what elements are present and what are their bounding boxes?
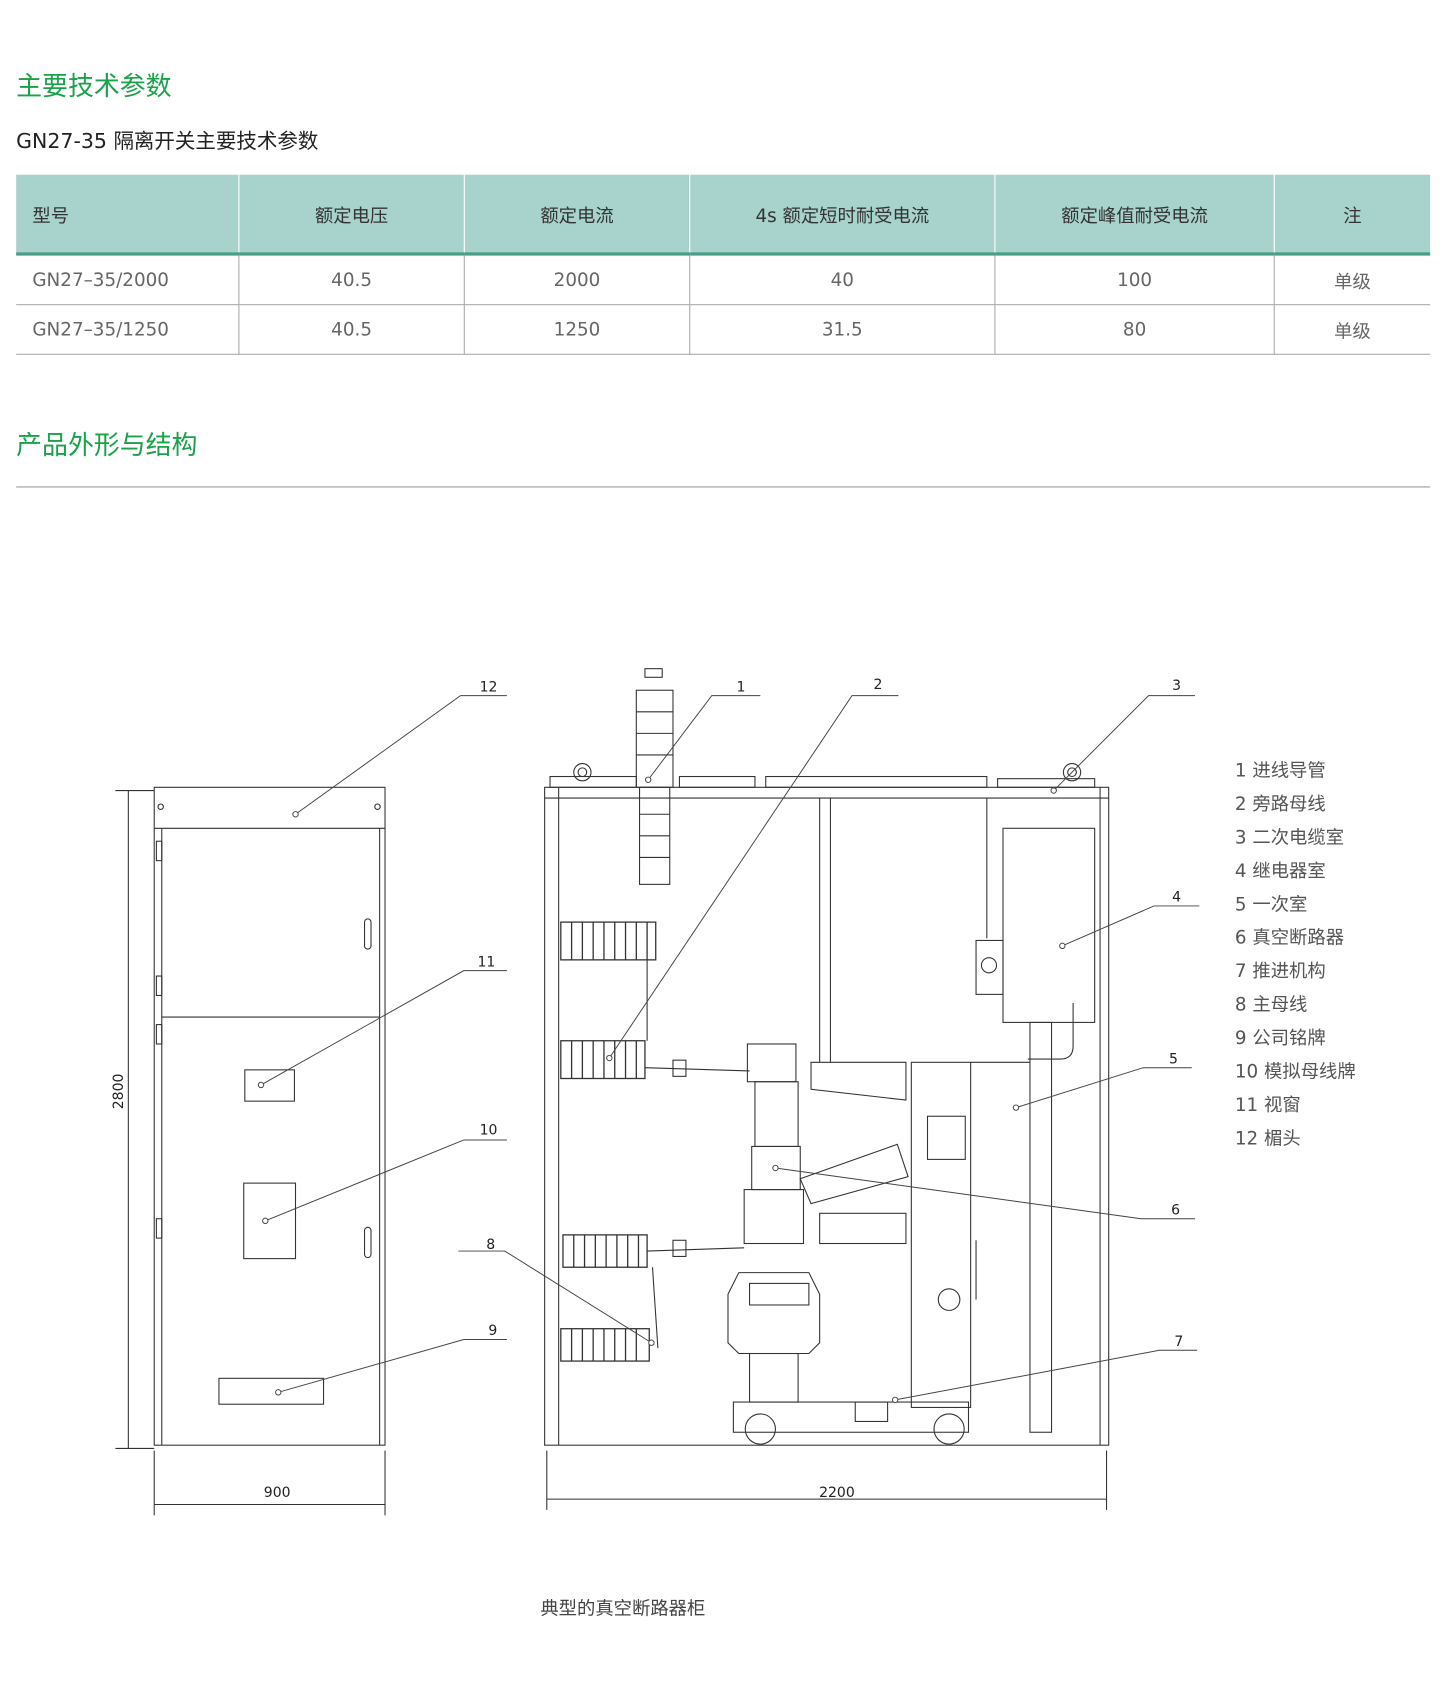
legend-item: 7 推进机构 bbox=[1234, 960, 1326, 983]
figure-caption: 典型的真空断路器柜 bbox=[540, 1598, 706, 1620]
legend-item: 1 进线导管 bbox=[1234, 760, 1326, 782]
cell: 100 bbox=[994, 253, 1275, 306]
legend-item: 11 视窗 bbox=[1234, 1094, 1301, 1117]
callout-labels: 1 2 3 4 5 6 7 8 9 10 11 12 2800 900 2200 bbox=[111, 677, 1183, 1501]
callout-7: 7 bbox=[1174, 1334, 1183, 1350]
left-cabinet-front-view bbox=[153, 786, 386, 1446]
legend-item: 4 继电器室 bbox=[1234, 860, 1326, 883]
table-subtitle: GN27-35 隔离开关主要技术参数 bbox=[16, 129, 319, 154]
cell: 1250 bbox=[464, 304, 691, 355]
leader-lines bbox=[257, 695, 1200, 1404]
section-title-params: 主要技术参数 bbox=[16, 71, 172, 102]
dim-width-right: 2200 bbox=[819, 1485, 855, 1501]
legend-item: 6 真空断路器 bbox=[1234, 927, 1345, 950]
col-header: 注 bbox=[1274, 174, 1431, 256]
callout-3: 3 bbox=[1172, 678, 1181, 694]
cell: 40.5 bbox=[238, 304, 465, 355]
col-header: 额定电流 bbox=[464, 174, 691, 256]
legend-item: 10 模拟母线牌 bbox=[1234, 1061, 1356, 1083]
truck-mechanism bbox=[732, 1401, 970, 1445]
cell: 40.5 bbox=[238, 253, 465, 306]
cell: 40 bbox=[689, 253, 996, 306]
insulator-bushing bbox=[635, 689, 674, 885]
legend-item: 3 二次电缆室 bbox=[1234, 827, 1345, 849]
col-header: 额定峰值耐受电流 bbox=[994, 174, 1275, 256]
cell: 2000 bbox=[464, 253, 691, 306]
callout-4: 4 bbox=[1172, 890, 1181, 906]
callout-1: 1 bbox=[736, 679, 745, 695]
right-cabinet-section-view bbox=[544, 668, 1110, 1446]
cell: 单级 bbox=[1274, 304, 1431, 355]
dim-height: 2800 bbox=[111, 1074, 127, 1110]
callout-2: 2 bbox=[873, 677, 882, 693]
legend-item: 8 主母线 bbox=[1234, 994, 1308, 1016]
col-header: 额定电压 bbox=[238, 174, 465, 256]
callout-8: 8 bbox=[486, 1237, 495, 1253]
col-header: 4s 额定短时耐受电流 bbox=[689, 174, 996, 256]
callout-9: 9 bbox=[488, 1323, 497, 1339]
legend-item: 5 一次室 bbox=[1234, 894, 1308, 916]
col-header: 型号 bbox=[16, 174, 240, 256]
legend-item: 2 旁路母线 bbox=[1234, 793, 1326, 816]
callout-10: 10 bbox=[480, 1123, 498, 1139]
component-legend: 1 进线导管 2 旁路母线 3 二次电缆室 4 继电器室 5 一次室 6 真空断… bbox=[1235, 755, 1356, 1156]
cell: GN27–35/1250 bbox=[16, 304, 240, 355]
callout-11: 11 bbox=[477, 954, 495, 970]
divider bbox=[16, 486, 1431, 488]
params-table: 型号 额定电压 额定电流 4s 额定短时耐受电流 额定峰值耐受电流 注 GN27… bbox=[16, 174, 1431, 355]
vacuum-breaker bbox=[727, 1043, 909, 1403]
cell: GN27–35/2000 bbox=[16, 253, 240, 306]
cell: 单级 bbox=[1274, 253, 1431, 306]
callout-5: 5 bbox=[1169, 1051, 1178, 1067]
table-header-row: 型号 额定电压 额定电流 4s 额定短时耐受电流 额定峰值耐受电流 注 bbox=[16, 174, 1431, 256]
cell: 80 bbox=[994, 304, 1275, 355]
legend-item: 9 公司铭牌 bbox=[1234, 1027, 1326, 1050]
cell: 31.5 bbox=[689, 304, 996, 355]
legend-item: 12 楣头 bbox=[1234, 1128, 1301, 1150]
callout-6: 6 bbox=[1171, 1202, 1180, 1218]
section-title-structure: 产品外形与结构 bbox=[16, 430, 198, 461]
dimension-lines bbox=[115, 790, 1108, 1516]
callout-12: 12 bbox=[480, 679, 498, 695]
dim-width-left: 900 bbox=[264, 1485, 291, 1501]
